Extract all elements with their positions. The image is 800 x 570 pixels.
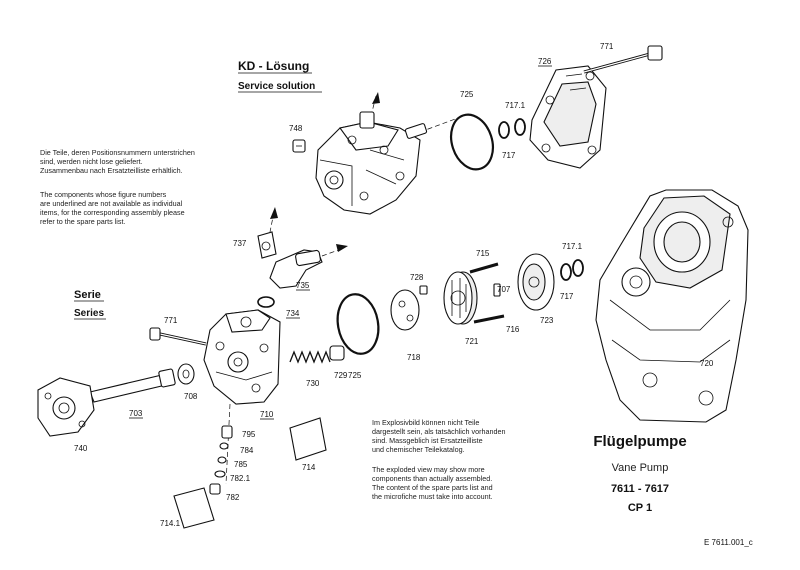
label-748: 748 (289, 124, 303, 133)
kd-title: KD - Lösung (238, 59, 309, 73)
bolt-771-left (149, 327, 207, 346)
label-720: 720 (700, 359, 714, 368)
bracket-720 (595, 189, 749, 423)
flange-740 (37, 377, 95, 437)
title-block-title: Flügelpumpe (593, 433, 686, 450)
label-725-mid: 725 (348, 371, 362, 380)
label-707: 707 (497, 285, 511, 294)
rotor-group (336, 253, 584, 355)
fitting-737 (257, 207, 278, 259)
label-717-top: 717 (502, 151, 516, 160)
ring-734 (257, 296, 275, 308)
note-de-3: sind. Massgeblich ist Ersatzteilliste (372, 436, 483, 445)
serie-subtitle: Series (74, 308, 104, 319)
label-717-1-top: 717.1 (505, 101, 526, 110)
label-735: 735 (296, 281, 310, 290)
title-block-variant: CP 1 (628, 502, 652, 514)
label-737: 737 (233, 239, 247, 248)
bolt-771-top (583, 45, 663, 74)
gasket-714-1 (173, 487, 215, 529)
note-en-2: components than actually assembled. (372, 474, 492, 483)
label-784: 784 (240, 446, 254, 455)
note-en-3: The content of the spare parts list and (372, 483, 493, 492)
title-block-range: 7611 - 7617 (611, 483, 669, 495)
kd-pump-assembly (292, 92, 459, 215)
nut-708 (177, 363, 195, 385)
gasket-714 (289, 417, 327, 461)
label-771-left: 771 (164, 316, 178, 325)
kd-note-en-4: refer to the spare parts list. (40, 217, 126, 226)
title-block-subtitle: Vane Pump (612, 462, 669, 474)
label-708: 708 (184, 392, 198, 401)
kd-heading: KD - Lösung Service solution (238, 59, 322, 93)
label-729: 729 (334, 371, 348, 380)
label-716: 716 (506, 325, 520, 334)
cover-plate-726 (529, 65, 607, 169)
label-714: 714 (302, 463, 316, 472)
label-715: 715 (476, 249, 490, 258)
note-de-1: Im Explosivbild können nicht Teile (372, 418, 479, 427)
exploded-view-note: Im Explosivbild können nicht Teile darge… (372, 418, 505, 501)
serie-title: Serie (74, 289, 101, 301)
o-ring-725-top (450, 113, 494, 171)
label-723: 723 (540, 316, 554, 325)
spring-729 (289, 345, 345, 364)
rings-717-top (498, 118, 526, 139)
kd-note-de-2: sind, werden nicht lose geliefert. (40, 157, 143, 166)
valve-parts-column (209, 403, 233, 495)
kd-note-de-3: Zusammenbau nach Ersatzteilliste erhältl… (40, 166, 183, 175)
series-housing (203, 309, 281, 405)
label-717-1-mid: 717.1 (562, 242, 583, 251)
label-718: 718 (407, 353, 421, 362)
label-725-top: 725 (460, 90, 474, 99)
label-782: 782 (226, 493, 240, 502)
note-en-4: the microfiche must take into account. (372, 492, 493, 501)
label-795: 795 (242, 430, 256, 439)
kd-note-en-3: items, for the corresponding assembly pl… (40, 208, 185, 217)
label-728: 728 (410, 273, 424, 282)
label-734: 734 (286, 309, 300, 318)
kd-note-de-1: Die Teile, deren Positionsnummern unters… (40, 148, 195, 157)
note-en-1: The exploded view may show more (372, 465, 485, 474)
kd-subtitle: Service solution (238, 81, 315, 92)
label-703: 703 (129, 409, 143, 418)
note-de-4: und chemischer Teilekatalog. (372, 445, 465, 454)
label-730: 730 (306, 379, 320, 388)
label-721: 721 (465, 337, 479, 346)
label-726: 726 (538, 57, 552, 66)
drawing-id: E 7611.001_c (704, 538, 753, 547)
title-block: Flügelpumpe Vane Pump 7611 - 7617 CP 1 (593, 433, 686, 514)
label-771-top: 771 (600, 42, 614, 51)
banjo-735 (269, 244, 348, 289)
note-de-2: dargestellt sein, als tatsächlich vorhan… (372, 427, 505, 436)
label-717-mid: 717 (560, 292, 574, 301)
shaft-703 (89, 368, 176, 403)
label-782-1: 782.1 (230, 474, 251, 483)
label-785: 785 (234, 460, 248, 469)
label-714-1: 714.1 (160, 519, 181, 528)
serie-heading: Serie Series (74, 289, 106, 320)
label-710: 710 (260, 410, 274, 419)
kd-note-en-2: are underlined are not available as indi… (40, 199, 183, 208)
kd-note: Die Teile, deren Positionsnummern unters… (40, 148, 195, 226)
part-number-labels: 771 726 725 717.1 717 748 737 735 734 71… (74, 42, 714, 528)
kd-note-en-1: The components whose figure numbers (40, 190, 167, 199)
label-740: 740 (74, 444, 88, 453)
